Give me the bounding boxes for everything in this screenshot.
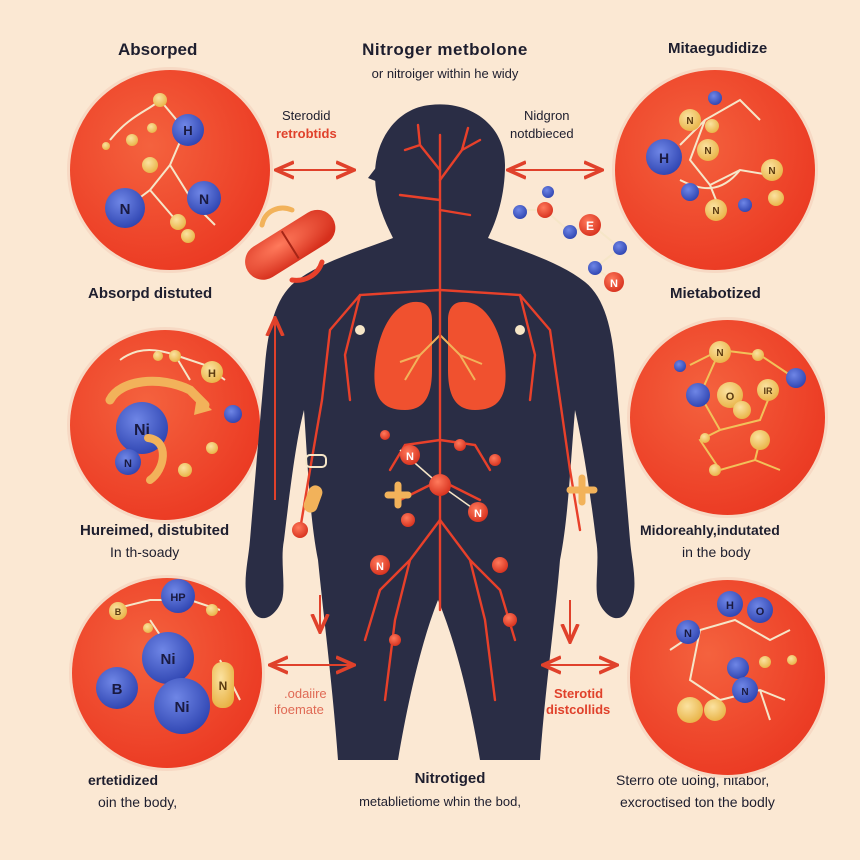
molecule-excreted: B HP Ni B Ni N (96, 579, 241, 734)
atom-label: HP (170, 592, 185, 604)
atom-label: H (208, 368, 216, 380)
atom-label: N (219, 679, 228, 693)
atom-label: N (199, 191, 209, 207)
atom-label: N (124, 458, 132, 470)
atom-label: H (183, 123, 192, 138)
flow-arrows (272, 170, 615, 665)
label-excreted-2: oin the body, (98, 794, 178, 810)
atom-label: N (741, 687, 748, 698)
label-excreted-right-2: excroctised ton the bodly (620, 794, 775, 810)
atom-label: Ni (161, 651, 176, 668)
floating-molecule: E N (513, 186, 627, 292)
atom-label: N (704, 146, 711, 157)
molecule-metabolized-top: N H N N N (646, 91, 784, 221)
arrow-label-bottom-left-2: ifoemate (274, 702, 324, 717)
molecule-distributed: H Ni N (105, 349, 242, 484)
atom-label: H (726, 600, 734, 612)
atom-label: N (686, 116, 693, 127)
label-right-lower-1: Midoreahly,indutated (640, 522, 780, 538)
molecule-excreted-right: N H O N (669, 591, 797, 723)
atom-label: N (768, 166, 775, 177)
molecule-absorbed: H N N (102, 93, 221, 243)
label-nitrogen-center-2: metablietiome whin the bod, (359, 794, 521, 809)
lungs (374, 290, 506, 410)
label-distributed-2: In th-soady (110, 544, 180, 560)
body-molecules: N N N (292, 325, 598, 646)
atom-label: E (586, 219, 594, 233)
label-metabolized: Mietabotized (670, 285, 761, 302)
label-excreted-1: ertetidized (88, 772, 159, 788)
atom-label: N (474, 508, 482, 520)
label-absorbed: Absorped (118, 40, 198, 59)
diagram-subtitle: or nitroiger within he widy (371, 66, 519, 81)
arrow-label-nitrogen-1: Nidgron (524, 108, 570, 123)
atom-label: H (659, 150, 669, 166)
atom-label: O (726, 391, 735, 403)
diagram-title: Nitroger metbolone (362, 40, 528, 59)
label-metabolized-top: Mitaegudidize (668, 40, 768, 57)
arrow-label-bottom-right-1: Sterotid (554, 686, 604, 701)
blood-vessels (298, 123, 582, 702)
atom-label: N (684, 628, 692, 640)
arrow-label-steroid-2: retrobtids (276, 126, 337, 141)
label-right-lower-2: in the body (682, 544, 751, 560)
label-absorbed-distributed: Absorpd distuted (88, 285, 213, 302)
atom-label: Ni (175, 699, 190, 716)
label-excreted-right-1: Sterro ote uoing, nitabor, (616, 772, 770, 788)
arrow-label-bottom-left-1: .odaiire (284, 686, 327, 701)
arrow-label-bottom-right-2: distcollids (546, 702, 611, 717)
atom-label: B (115, 607, 122, 617)
atom-label: N (406, 451, 414, 463)
atom-label: N (376, 561, 384, 573)
atom-label: N (716, 348, 723, 359)
atom-label: B (112, 681, 123, 698)
arrow-label-steroid-1: Sterodid (282, 108, 331, 123)
atom-label: N (712, 206, 719, 217)
arrow-label-nitrogen-2: notdbieced (510, 126, 574, 141)
atom-label: O (756, 606, 765, 618)
atom-label: N (120, 201, 131, 218)
label-distributed-1: Hureimed, distubited (80, 522, 230, 539)
pill-capsule (245, 205, 336, 283)
label-nitrogen-center-1: Nitrotiged (414, 770, 486, 787)
atom-label: IR (764, 386, 774, 396)
atom-label: N (610, 278, 618, 290)
molecule-metabolized: N IR O (674, 341, 806, 476)
circle-absorbed (70, 70, 270, 270)
